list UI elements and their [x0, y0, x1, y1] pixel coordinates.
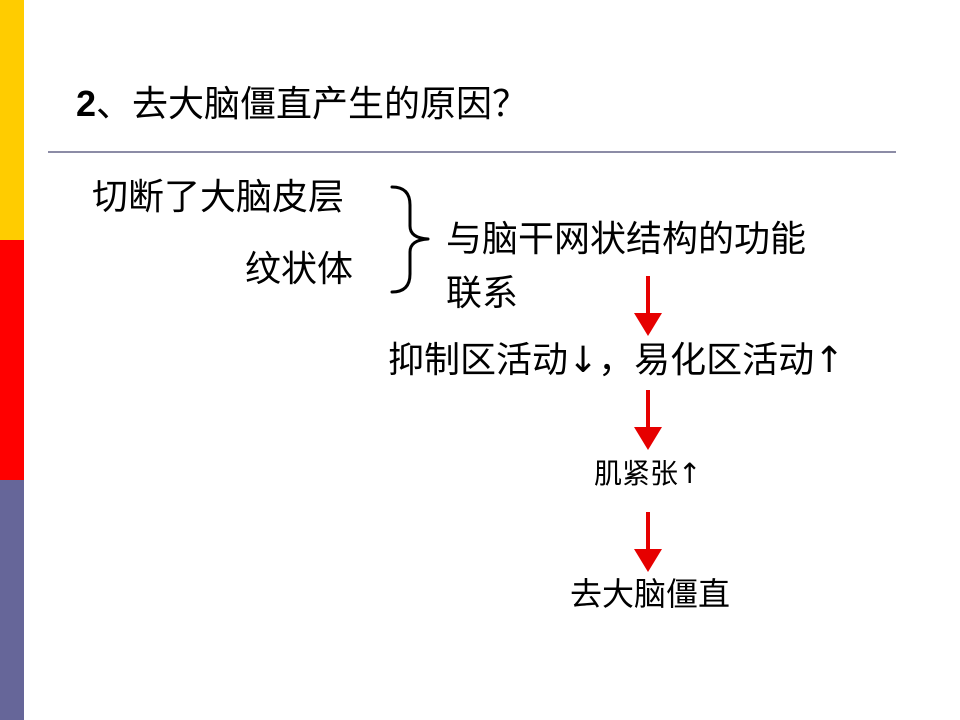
curly-brace — [390, 185, 430, 294]
activity-change-text: 抑制区活动↓，易化区活动↑ — [388, 340, 845, 381]
connection-text-line2: 联系 — [446, 273, 519, 314]
muscle-tension-text: 肌紧张↑ — [594, 457, 702, 490]
connection-text-line1: 与脑干网状结构的功能 — [446, 219, 807, 260]
side-bar-red — [0, 240, 24, 480]
title-text: 、去大脑僵直产生的原因？ — [96, 84, 529, 125]
arrow-down-3 — [634, 512, 662, 572]
arrow-down-2 — [634, 390, 662, 450]
title-number: 2 — [76, 83, 97, 124]
arrow-down-1 — [634, 276, 662, 336]
cause-cortex: 切断了大脑皮层 — [92, 177, 345, 218]
side-bar-yellow — [0, 0, 24, 240]
cause-striatum: 纹状体 — [245, 249, 354, 290]
result-text: 去大脑僵直 — [570, 575, 731, 613]
slide-title: 2、去大脑僵直产生的原因？ — [76, 82, 528, 127]
title-divider — [48, 151, 896, 153]
side-bar-purple — [0, 480, 24, 720]
